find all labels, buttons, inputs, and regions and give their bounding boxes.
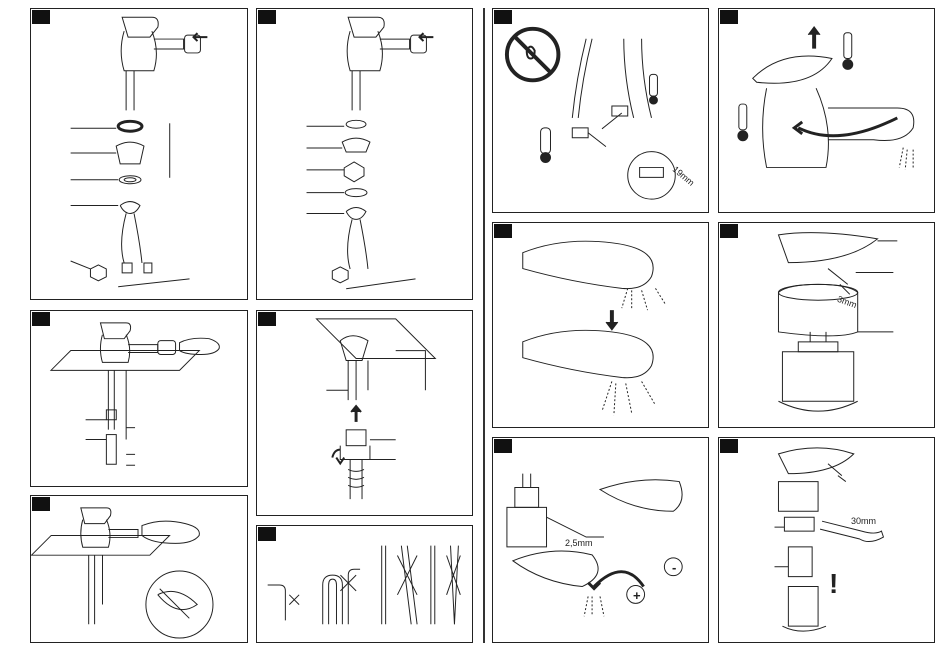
panel-cartridge-parts: 3mm xyxy=(718,222,935,428)
hose-routing-illustration xyxy=(257,526,472,642)
page-divider xyxy=(483,8,485,643)
panel-hose-extension xyxy=(256,310,473,516)
hose-connection-illustration xyxy=(31,496,247,642)
panel-lever-operation xyxy=(718,8,935,213)
water-supply-illustration xyxy=(493,9,708,212)
panel-hose-routing xyxy=(256,525,473,643)
mounting-parts-illustration-a xyxy=(31,9,247,299)
wrench-30mm-label: 30mm xyxy=(851,516,876,526)
panel-temperature-limit: 2,5mm + - xyxy=(492,437,709,643)
panel-spray-modes xyxy=(492,222,709,428)
hex-key-2-5mm-label: 2,5mm xyxy=(565,538,593,548)
temperature-limit-illustration xyxy=(493,438,708,642)
panel-hose-connection xyxy=(30,495,248,643)
panel-mounting-parts-b xyxy=(256,8,473,300)
lever-operation-illustration xyxy=(719,9,934,212)
minus-label: - xyxy=(672,560,676,575)
cartridge-parts-illustration xyxy=(719,223,934,427)
mounting-parts-illustration-b xyxy=(257,9,472,299)
spray-modes-illustration xyxy=(493,223,708,427)
warning-mark: ! xyxy=(829,568,838,600)
panel-mounting-parts-a xyxy=(30,8,248,300)
hose-extension-illustration xyxy=(257,311,472,515)
plus-label: + xyxy=(633,588,641,603)
panel-cartridge-replacement: 30mm ! xyxy=(718,437,935,643)
panel-pullout-hose xyxy=(30,310,248,487)
cartridge-replacement-illustration xyxy=(719,438,934,642)
panel-water-supply: 19mm xyxy=(492,8,709,213)
pullout-hose-illustration xyxy=(31,311,247,486)
